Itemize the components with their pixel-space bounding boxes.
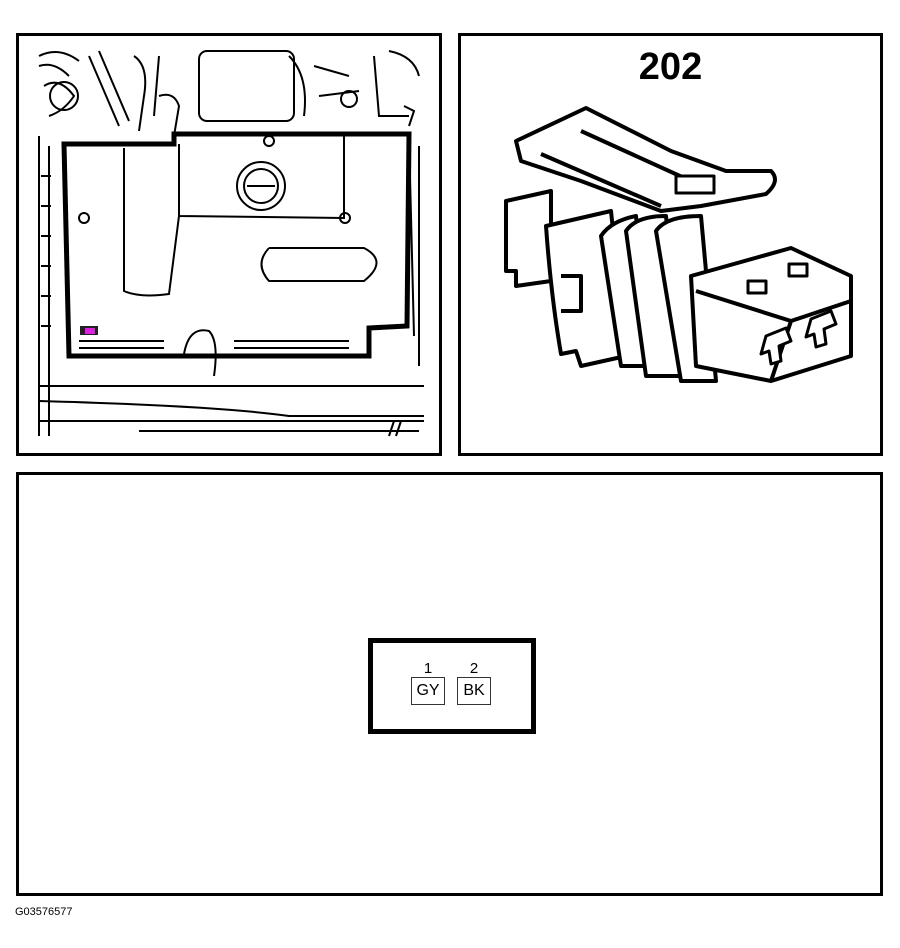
pin-2: 2 BK [456,661,492,705]
connector-location-marker [85,328,95,334]
connector-view-panel: 202 [458,33,883,456]
pin-number: 2 [469,660,479,677]
location-view-panel [16,33,442,456]
connector-illustration [504,106,853,383]
pin-wire-color: GY [411,677,445,705]
pin-wire-color: BK [457,677,491,705]
connector-face: 1 GY 2 BK [368,638,536,734]
engine-compartment-illustration [38,50,424,437]
connector-number: 202 [638,46,703,88]
pin-number: 1 [423,660,433,677]
figure-id: G03576577 [15,906,73,918]
pinout-panel: 1 GY 2 BK [16,472,883,896]
pin-1: 1 GY [410,661,446,705]
